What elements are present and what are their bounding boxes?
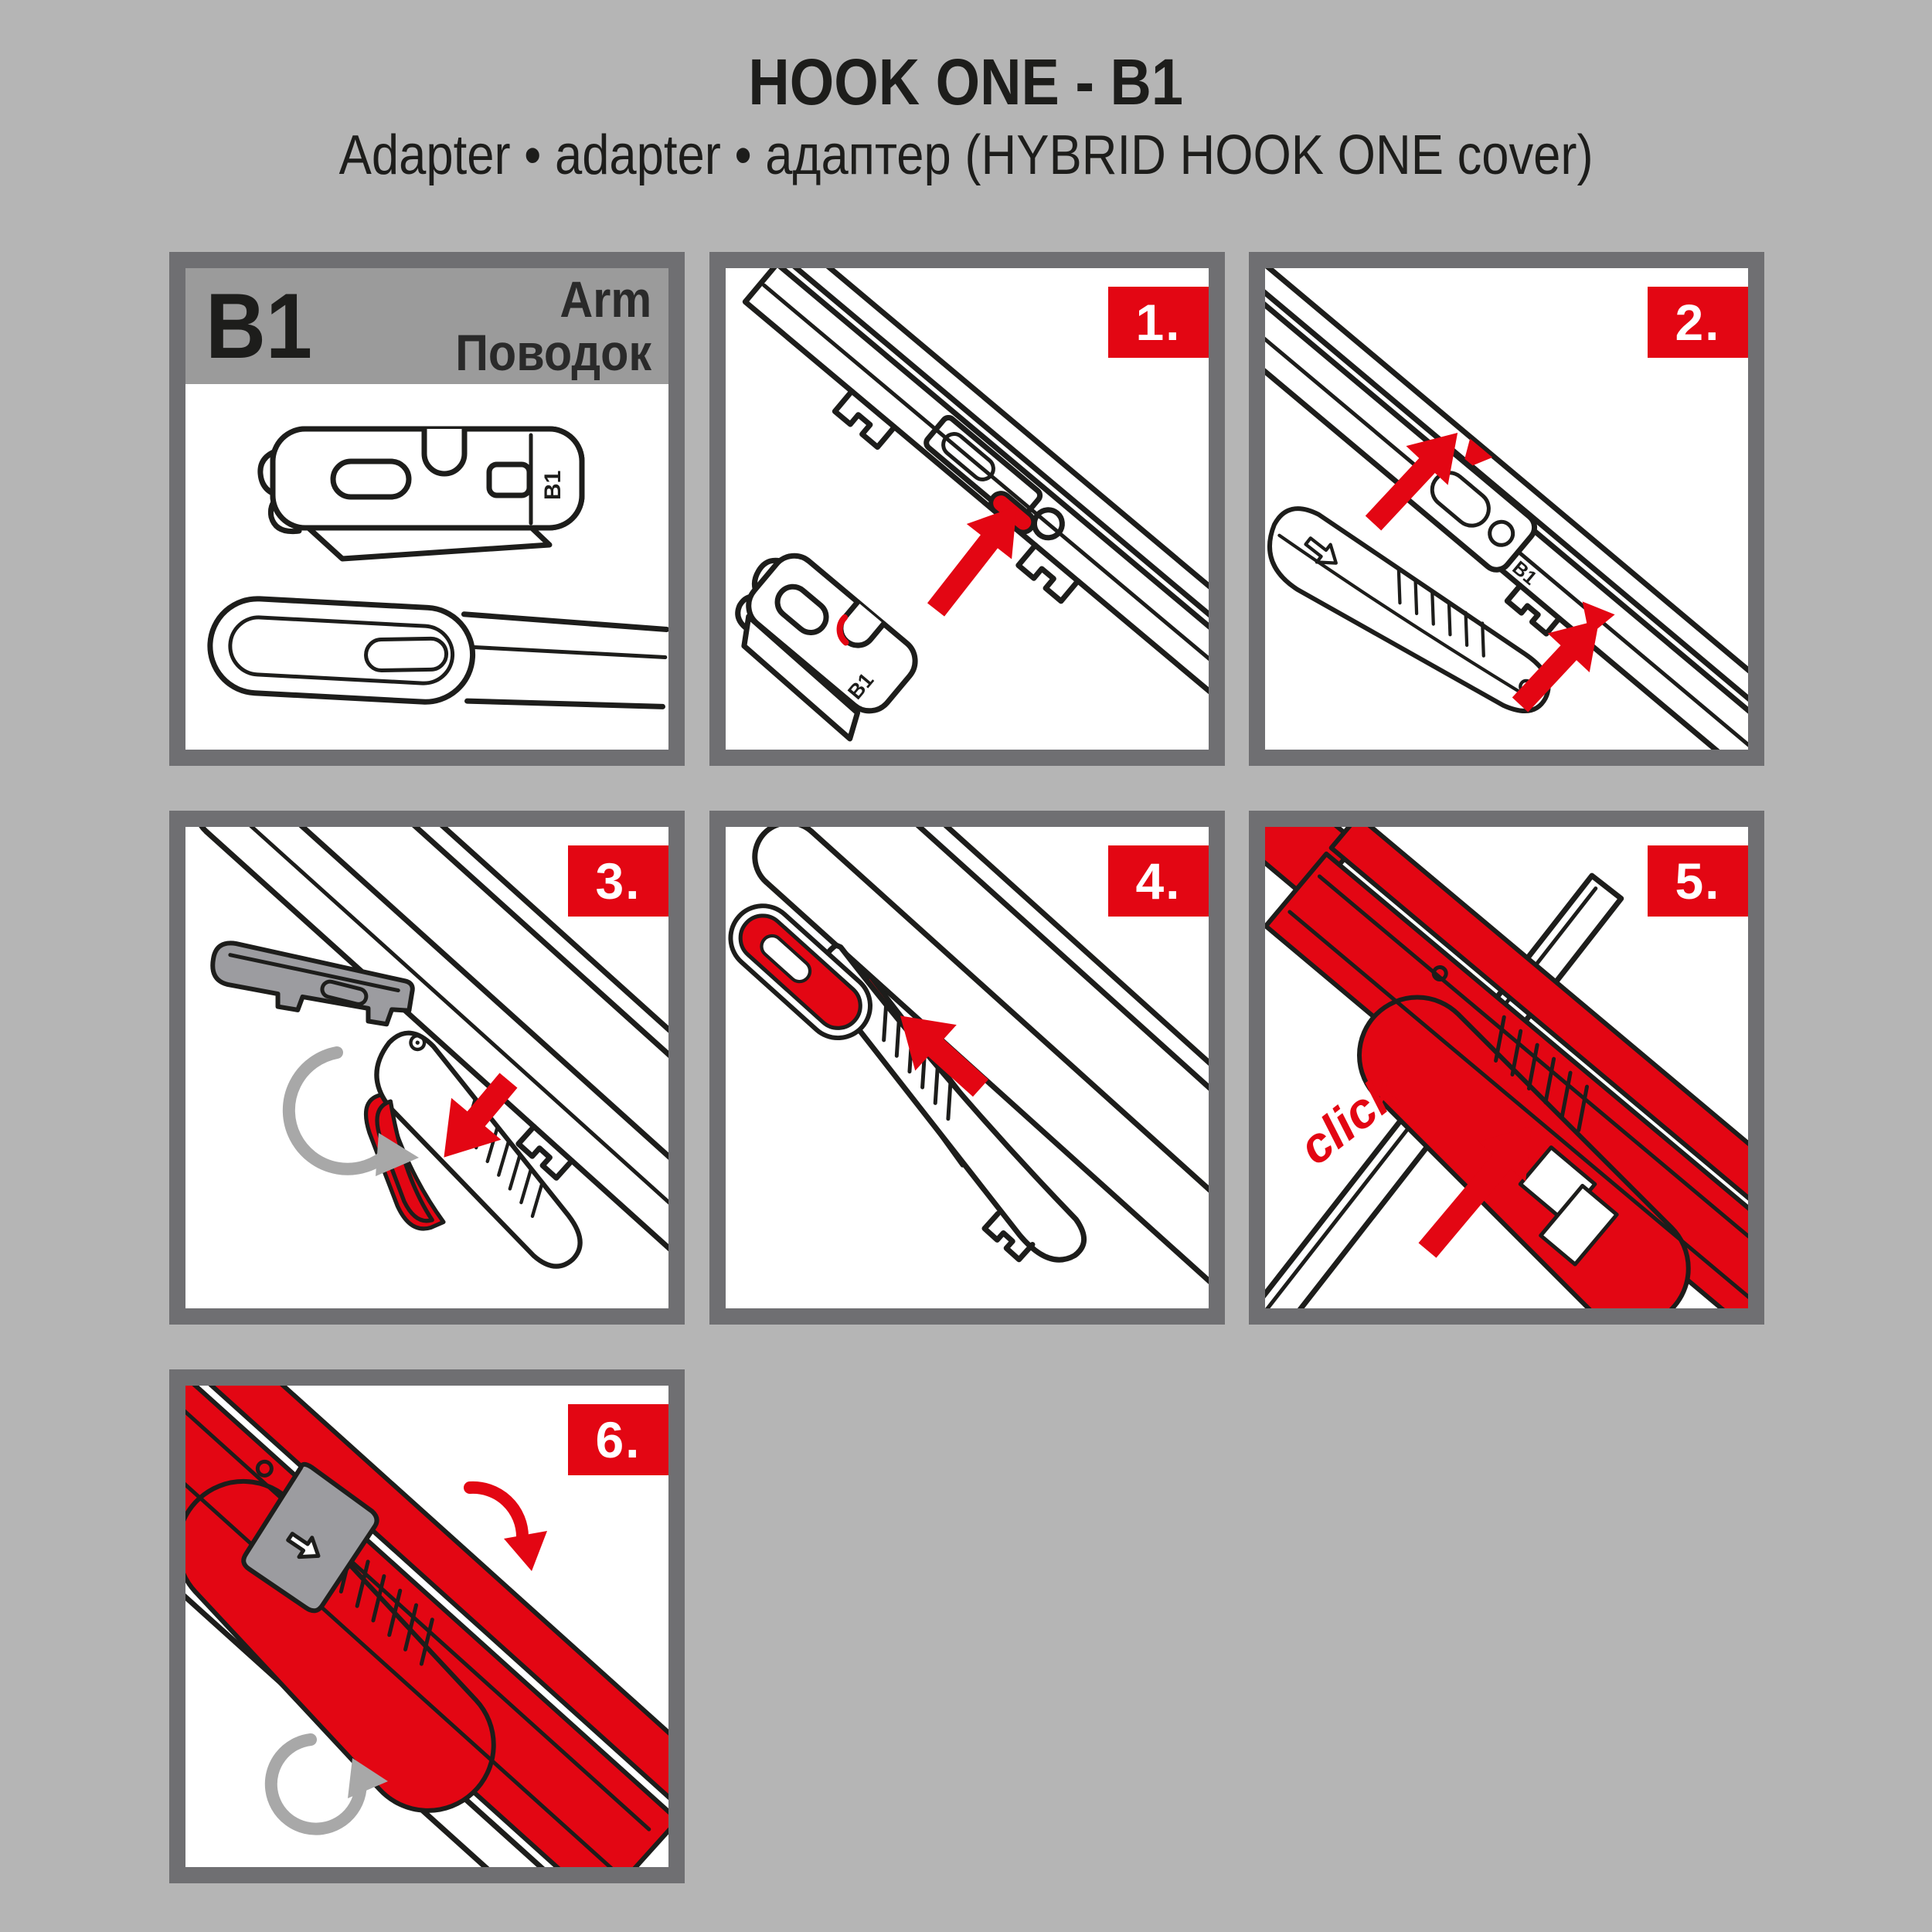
legend-header: B1 Arm Поводок [185, 268, 668, 384]
rotate-ccw-arrowhead-icon [376, 1133, 419, 1176]
step-6-panel: 6. [169, 1369, 685, 1883]
page-title: HOOK ONE - B1 [748, 46, 1184, 118]
step-5-panel: click 5. [1249, 811, 1764, 1325]
release-clip-gray [241, 1461, 379, 1614]
step-number-badge: 3. [568, 845, 668, 917]
step-number-badge: 6. [568, 1404, 668, 1475]
step-5-drawing: click [1265, 827, 1748, 1308]
arm-label-en: Arm [560, 270, 651, 328]
wiper-arm-gray [210, 940, 415, 1027]
wiper-blade-drawing: B1 [1265, 268, 1748, 750]
page-subtitle: Adapter • adapter • адаптер (HYBRID HOOK… [338, 124, 1594, 186]
step-3-panel: 3. [169, 811, 685, 1325]
step-6-drawing [185, 1386, 668, 1867]
arm-labels: Arm Поводок [455, 273, 651, 379]
adapter-b1-drawing: B1 [257, 426, 585, 562]
red-slot-highlight [1461, 438, 1493, 471]
cover-drawing [1267, 506, 1551, 713]
slide-arrow-emboss-icon [286, 1532, 321, 1560]
step-number-badge: 2. [1648, 287, 1748, 358]
legend-drawing: B1 [207, 426, 668, 709]
rotate-ccw-arrow-icon [282, 1046, 394, 1175]
step-1-panel: B1 1. [709, 252, 1225, 766]
arm-hook-red-drawing [728, 903, 872, 1041]
step-2-drawing: B1 [1265, 268, 1748, 750]
legend-panel: B1 Arm Поводок B1 [169, 252, 685, 766]
step-3-drawing [192, 827, 668, 1308]
step-number-badge: 5. [1648, 845, 1748, 917]
rotate-ccw-arrowhead-icon [348, 1758, 388, 1798]
red-arrow-icon [1512, 620, 1600, 713]
rotate-cw-arrowhead-icon [504, 1531, 547, 1571]
wiper-blade-drawing [192, 827, 668, 1308]
red-arrow-icon [900, 1015, 989, 1097]
step-number-badge: 1. [1108, 287, 1209, 358]
wiper-blade-drawing [752, 827, 1209, 1308]
step-2-panel: B1 2. [1249, 252, 1764, 766]
wiper-blade-drawing [742, 268, 1209, 750]
arm-drawing [207, 596, 668, 709]
step-4-drawing [728, 827, 1209, 1308]
adapter-code: B1 [206, 274, 313, 378]
arm-label-ru: Поводок [455, 324, 651, 381]
red-arrow-icon [1365, 432, 1458, 531]
red-arrow-icon [1418, 1126, 1532, 1258]
red-arrow-icon [927, 506, 1017, 617]
rotate-ccw-arrow-icon [264, 1733, 367, 1835]
rotate-cw-arrow-icon [464, 1481, 529, 1543]
step-4-panel: 4. [709, 811, 1225, 1325]
adapter-part-label: B1 [540, 471, 566, 500]
step-1-drawing: B1 [735, 268, 1209, 750]
adapter-b1-drawing: B1 [735, 553, 918, 742]
step-number-badge: 4. [1108, 845, 1209, 917]
blade-red-drawing [185, 1386, 668, 1867]
red-arrow-icon [444, 1073, 518, 1158]
slide-arrow-emboss-icon [1304, 536, 1338, 565]
